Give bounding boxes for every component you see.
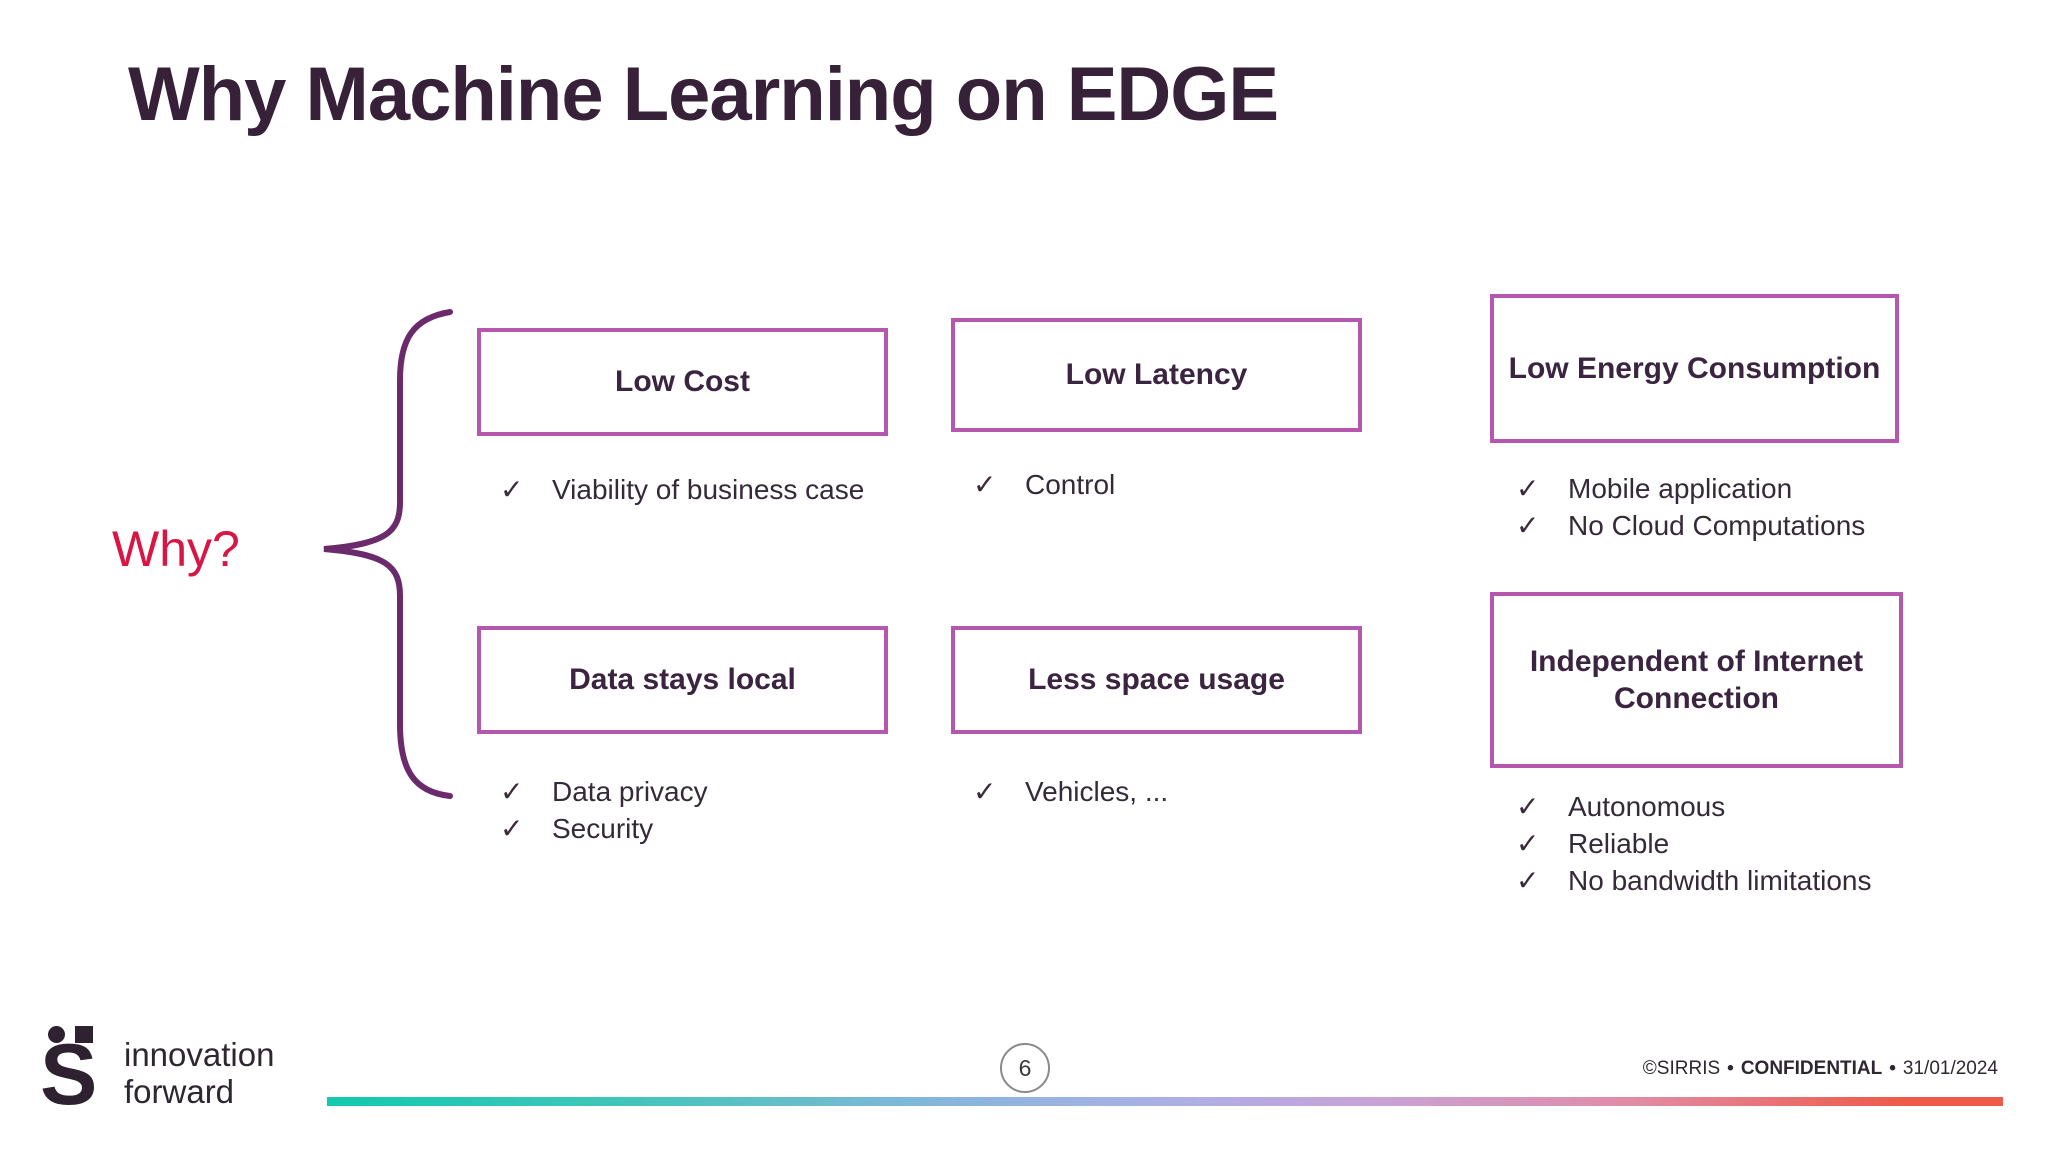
list-item: ✓ Mobile application [1516, 470, 1865, 507]
checklist-low-cost: ✓ Viability of business case [500, 471, 864, 508]
checkmark-icon: ✓ [973, 469, 997, 500]
concept-box-low-energy: Low Energy Consumption [1490, 294, 1899, 443]
concept-box-label: Low Latency [1065, 358, 1248, 392]
list-item-label: Reliable [1568, 828, 1670, 859]
brand-tagline-line1: innovation [124, 1036, 275, 1073]
concept-box-independent-internet: Independent of Internet Connection [1490, 592, 1903, 768]
checklist-independent-internet: ✓ Autonomous ✓ Reliable ✓ No bandwidth l… [1516, 788, 1872, 899]
checklist-data-local: ✓ Data privacy ✓ Security [500, 773, 708, 847]
list-item: ✓ Autonomous [1516, 788, 1872, 825]
bullet-separator: • [1727, 1058, 1734, 1079]
list-item: ✓ Data privacy [500, 773, 708, 810]
list-item: ✓ No bandwidth limitations [1516, 862, 1872, 899]
list-item: ✓ Viability of business case [500, 471, 864, 508]
brand-tagline: innovation forward [124, 1036, 274, 1110]
checkmark-icon: ✓ [1516, 510, 1540, 541]
why-label: Why? [112, 521, 240, 577]
list-item-label: Security [552, 813, 654, 844]
list-item-label: Data privacy [552, 776, 708, 807]
copyright-date: 31/01/2024 [1902, 1058, 1998, 1079]
concept-box-label: Independent of Internet Connection [1529, 644, 1864, 716]
concept-box-low-cost: Low Cost [477, 328, 888, 436]
confidential-label: CONFIDENTIAL [1740, 1058, 1883, 1079]
checklist-low-energy: ✓ Mobile application ✓ No Cloud Computat… [1516, 470, 1865, 544]
brand-tagline-line2: forward [124, 1073, 235, 1110]
footer-gradient-bar [327, 1097, 2003, 1106]
list-item: ✓ Security [500, 810, 708, 847]
logo-dot-round [48, 1026, 65, 1043]
checkmark-icon: ✓ [500, 776, 524, 807]
page-number-badge: 6 [1000, 1043, 1050, 1093]
checkmark-icon: ✓ [1516, 473, 1540, 504]
curly-brace-icon [323, 309, 453, 799]
list-item-label: Vehicles, ... [1025, 776, 1169, 807]
list-item-label: Control [1025, 469, 1116, 500]
copyright-org: ©SIRRIS [1642, 1058, 1721, 1079]
checklist-less-space: ✓ Vehicles, ... [973, 773, 1168, 810]
sirris-logo: S [38, 1022, 148, 1123]
list-item-label: Autonomous [1568, 791, 1726, 822]
list-item-label: Viability of business case [552, 474, 865, 505]
checkmark-icon: ✓ [500, 474, 524, 505]
page-number: 6 [1018, 1054, 1032, 1081]
list-item: ✓ No Cloud Computations [1516, 507, 1865, 544]
list-item-label: No bandwidth limitations [1568, 865, 1872, 896]
logo-letter: S [40, 1027, 98, 1123]
list-item: ✓ Control [973, 466, 1115, 503]
checkmark-icon: ✓ [973, 776, 997, 807]
copyright-line: ©SIRRIS • CONFIDENTIAL • 31/01/2024 [1643, 1058, 1998, 1080]
checkmark-icon: ✓ [1516, 791, 1540, 822]
concept-box-label: Data stays local [569, 663, 796, 697]
logo-dot-square [75, 1026, 93, 1043]
concept-box-label: Less space usage [1028, 663, 1285, 697]
concept-box-data-local: Data stays local [477, 626, 888, 734]
list-item-label: Mobile application [1568, 473, 1793, 504]
list-item: ✓ Vehicles, ... [973, 773, 1168, 810]
page-title: Why Machine Learning on EDGE [128, 52, 1279, 137]
concept-box-label: Low Cost [615, 365, 750, 399]
concept-box-less-space: Less space usage [951, 626, 1362, 734]
checkmark-icon: ✓ [500, 813, 524, 844]
bullet-separator: • [1889, 1058, 1896, 1079]
list-item: ✓ Reliable [1516, 825, 1872, 862]
concept-box-low-latency: Low Latency [951, 318, 1362, 432]
checklist-low-latency: ✓ Control [973, 466, 1115, 503]
list-item-label: No Cloud Computations [1568, 510, 1866, 541]
checkmark-icon: ✓ [1516, 865, 1540, 896]
concept-box-label: Low Energy Consumption [1508, 351, 1881, 385]
checkmark-icon: ✓ [1516, 828, 1540, 859]
